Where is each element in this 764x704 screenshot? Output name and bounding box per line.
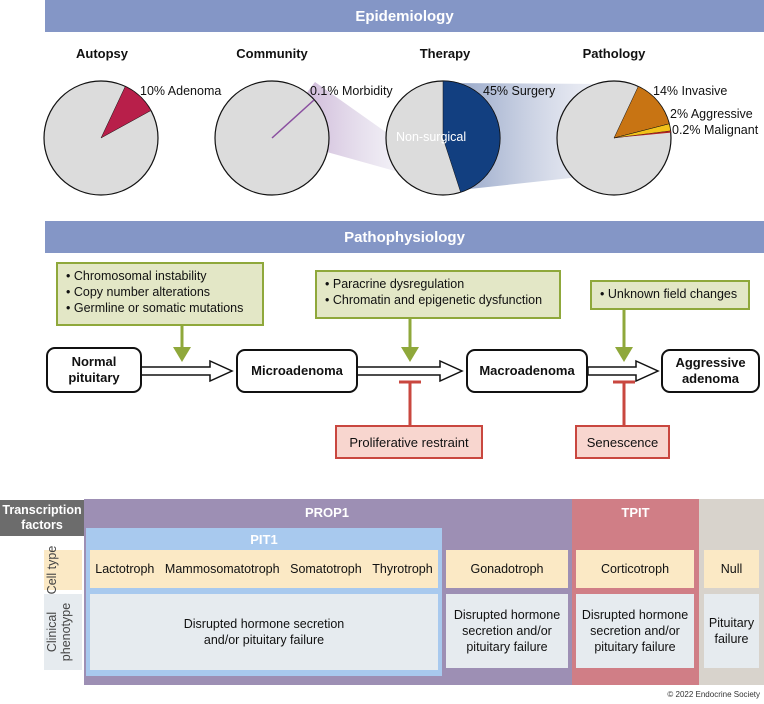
restraint-proliferative: Proliferative restraint [335, 425, 483, 459]
stage-macroadenoma: Macroadenoma [466, 349, 588, 393]
slice-adenoma [100, 86, 152, 139]
pie-title-therapy: Therapy [419, 46, 471, 61]
cell-null: Null [704, 550, 759, 588]
row-label-cell-type: Cell type [45, 545, 59, 595]
pheno-corticotroph: Disrupted hormone secretion and/or pitui… [576, 594, 694, 668]
label-invasive: 14% Invasive [653, 84, 728, 98]
cell-type-row-bg [44, 550, 82, 590]
cell-gonadotroph: Gonadotroph [446, 550, 568, 588]
row-label-clinical: Clinical phenotype [45, 602, 73, 662]
driver-unknown-field: Unknown field changes [607, 287, 738, 301]
pathophysiology-banner: Pathophysiology [45, 221, 764, 253]
slice-surgery [442, 80, 501, 193]
restraint-inhibitor-2 [613, 380, 635, 425]
pie-title-pathology: Pathology [582, 46, 646, 61]
epidemiology-pies [43, 80, 672, 196]
copyright: © 2022 Endocrine Society [667, 690, 760, 699]
arrow-macro-aggressive [587, 359, 660, 383]
cell-lactotroph: Lactotroph [95, 562, 155, 576]
cell-mammosomatotroph: Mammosomatotroph [164, 562, 280, 576]
pit1-header: PIT1 [250, 532, 278, 547]
driver-box-3: • Unknown field changes [590, 280, 750, 310]
driver-paracrine: Paracrine dysregulation [332, 277, 465, 291]
slice-morbidity [271, 99, 315, 139]
label-non-surgical: Non-surgical [396, 130, 467, 144]
slice-malignant [614, 130, 671, 138]
driver-arrow-2 [401, 318, 419, 362]
stage-aggressive-adenoma: Aggressive adenoma [661, 349, 760, 393]
label-aggressive: 2% Aggressive [670, 107, 753, 121]
epidemiology-title: Epidemiology [355, 7, 454, 25]
pie-title-community: Community [236, 46, 308, 61]
cell-corticotroph: Corticotroph [576, 550, 694, 588]
label-morbidity: 0.1% Morbidity [310, 84, 393, 98]
transcription-factors-label: Transcription factors [0, 500, 84, 536]
cell-somatotroph: Somatotroph [290, 562, 362, 576]
prop1-header: PROP1 [304, 505, 350, 520]
epidemiology-banner: Epidemiology [45, 0, 764, 32]
label-adenoma: 10% Adenoma [140, 84, 222, 98]
pathway-arrows [139, 308, 660, 425]
arrow-normal-micro [139, 359, 234, 383]
stage-normal-pituitary: Normal pituitary [46, 347, 142, 393]
driver-chromatin: Chromatin and epigenetic dysfunction [332, 293, 543, 307]
tpit-header: TPIT [621, 505, 650, 520]
restraint-senescence: Senescence [575, 425, 670, 459]
pathophysiology-title: Pathophysiology [344, 228, 465, 246]
driver-mutations: Germline or somatic mutations [73, 301, 244, 315]
driver-chromosomal: Chromosomal instability [73, 269, 207, 283]
pheno-gonadotroph: Disrupted hormone secretion and/or pitui… [446, 594, 568, 668]
driver-box-1: • Chromosomal instability • Copy number … [56, 262, 264, 326]
driver-copy-number: Copy number alterations [73, 285, 211, 299]
label-surgery: 45% Surgery [483, 84, 556, 98]
cell-thyrotroph: Thyrotroph [372, 562, 433, 576]
clinical-row-bg [44, 594, 82, 670]
label-malignant: 0.2% Malignant [672, 123, 759, 137]
pit1-cell-types: Lactotroph Mammosomatotroph Somatotroph … [90, 550, 438, 588]
pie-title-autopsy: Autopsy [76, 46, 128, 61]
restraint-inhibitor-1 [399, 380, 421, 425]
pheno-null: Pituitary failure [704, 594, 759, 668]
driver-arrow-3 [615, 308, 633, 362]
driver-box-2: • Paracrine dysregulation • Chromatin an… [315, 270, 561, 319]
arrow-micro-macro [355, 359, 464, 383]
pheno-pit1: Disrupted hormone secretion and/or pitui… [90, 594, 438, 670]
slice-aggressive [613, 123, 671, 139]
driver-arrow-1 [173, 325, 191, 362]
stage-microadenoma: Microadenoma [236, 349, 358, 393]
